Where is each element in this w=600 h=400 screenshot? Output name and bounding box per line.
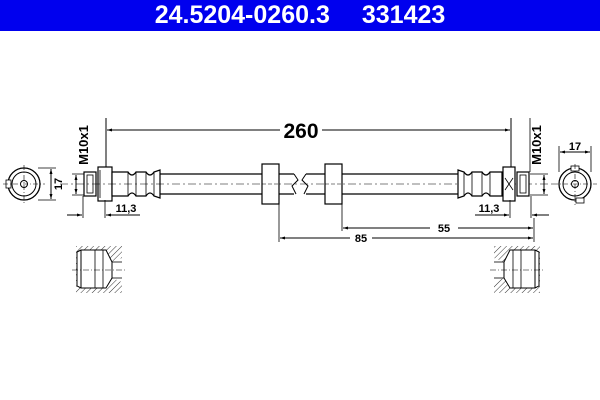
left-thread-label: M10x1 (76, 125, 91, 165)
left-fitting-length: 11,3 (116, 203, 137, 215)
right-thread-label: M10x1 (529, 125, 544, 165)
right-port-section (490, 246, 544, 293)
right-thread-dimension: M10x1 (529, 118, 548, 196)
left-end-view: 17 (3, 165, 65, 203)
reference-number: 331423 (361, 1, 446, 29)
header-bar: 24.5204-0260.3 331423 (0, 0, 600, 31)
right-fitting-length: 11,3 (479, 203, 500, 215)
overall-length-label: 260 (283, 120, 318, 143)
right-fitting-length-dimension: 11,3 (475, 196, 549, 218)
hose-body (60, 163, 555, 205)
long-bracket-distance: 85 (355, 233, 367, 245)
short-bracket-distance: 55 (438, 223, 450, 235)
overall-length-dimension: 260 (105, 118, 512, 170)
right-hex-size: 17 (569, 141, 581, 153)
left-hex-size: 17 (53, 178, 65, 190)
right-end-view: 17 (553, 141, 597, 205)
part-number: 24.5204-0260.3 (154, 1, 330, 29)
left-fitting-length-dimension: 11,3 (67, 196, 140, 218)
bracket-position-dimensions: 55 85 (278, 204, 535, 245)
right-fitting (457, 166, 530, 202)
left-port-section (72, 246, 126, 293)
